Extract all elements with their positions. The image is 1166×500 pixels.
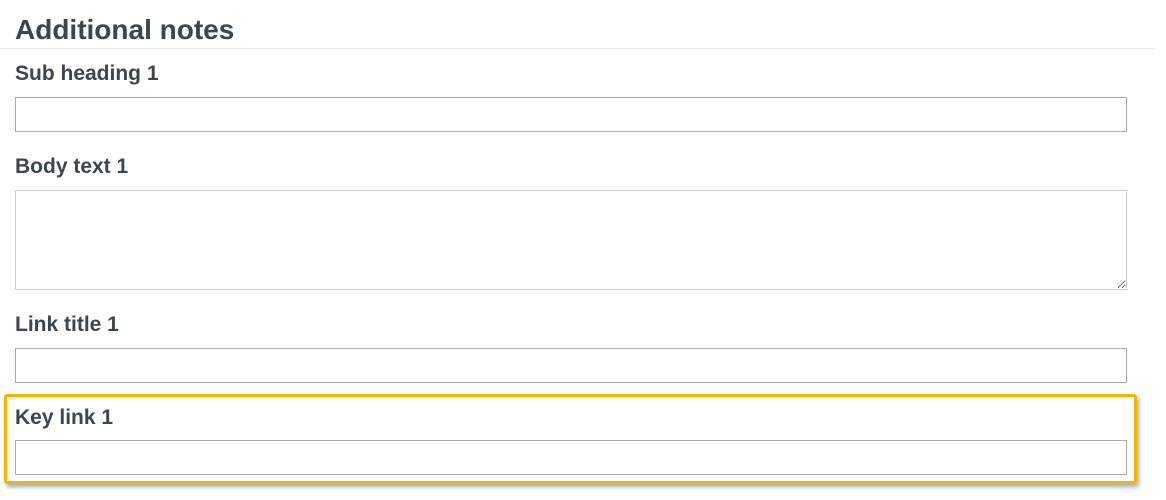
sub-heading-input[interactable] [15, 97, 1127, 132]
section-divider [0, 48, 1155, 49]
key-link-input[interactable] [15, 440, 1127, 475]
sub-heading-label: Sub heading 1 [15, 62, 159, 85]
link-title-label: Link title 1 [15, 313, 119, 336]
section-title: Additional notes [15, 14, 235, 45]
body-text-textarea[interactable] [15, 190, 1127, 290]
body-text-label: Body text 1 [15, 155, 129, 178]
link-title-input[interactable] [15, 348, 1127, 383]
key-link-highlight [4, 394, 1137, 484]
key-link-label: Key link 1 [15, 406, 114, 429]
